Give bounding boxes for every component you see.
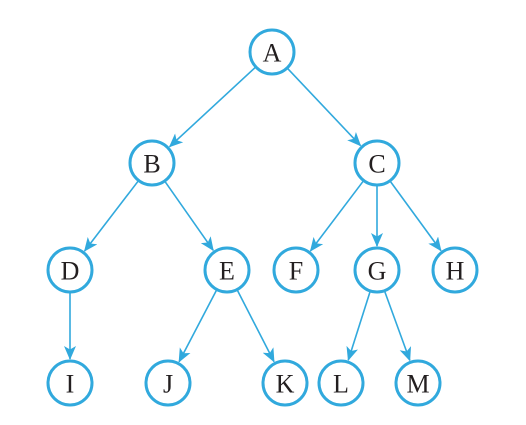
tree-node-i: I [46,359,94,407]
tree-node-b: B [128,139,176,187]
node-label-d: D [61,257,80,286]
node-label-f: F [289,257,303,286]
tree-node-m: M [394,359,442,407]
node-circle-d [46,246,94,294]
node-label-h: H [446,257,465,286]
node-circle-a [248,28,296,76]
edge-c-h [389,181,442,252]
tree-node-a: A [248,28,296,76]
node-label-k: K [276,370,295,399]
node-label-i: I [66,370,75,399]
tree-node-k: K [261,359,309,407]
node-label-a: A [263,39,282,68]
edge-g-m [384,291,411,362]
node-circle-j [144,359,192,407]
edge-a-c [287,68,362,147]
nodes-layer: A B C D E F G H I J K L M [46,28,479,407]
tree-node-d: D [46,246,94,294]
node-circle-i [46,359,94,407]
edge-e-k [236,290,275,363]
edges-layer [64,67,442,363]
edge-b-d [83,180,139,252]
edge-e-j [178,290,218,363]
node-label-l: L [333,370,349,399]
node-circle-c [353,139,401,187]
tree-node-l: L [317,359,365,407]
node-label-c: C [368,150,385,179]
tree-node-g: G [353,246,401,294]
tree-node-h: H [431,246,479,294]
node-circle-g [353,246,401,294]
tree-node-c: C [353,139,401,187]
node-circle-e [203,246,251,294]
tree-node-j: J [144,359,192,407]
node-circle-f [272,246,320,294]
node-label-m: M [406,370,429,399]
node-circle-m [394,359,442,407]
tree-node-e: E [203,246,251,294]
tree-node-f: F [272,246,320,294]
node-label-g: G [368,257,387,286]
edge-c-f [309,180,364,252]
node-label-b: B [143,150,160,179]
node-circle-b [128,139,176,187]
node-label-e: E [219,257,235,286]
node-circle-k [261,359,309,407]
node-circle-h [431,246,479,294]
edge-a-b [168,67,256,148]
node-circle-l [317,359,365,407]
edge-g-l [346,291,371,362]
edge-b-e [164,181,214,252]
node-label-j: J [163,370,173,399]
